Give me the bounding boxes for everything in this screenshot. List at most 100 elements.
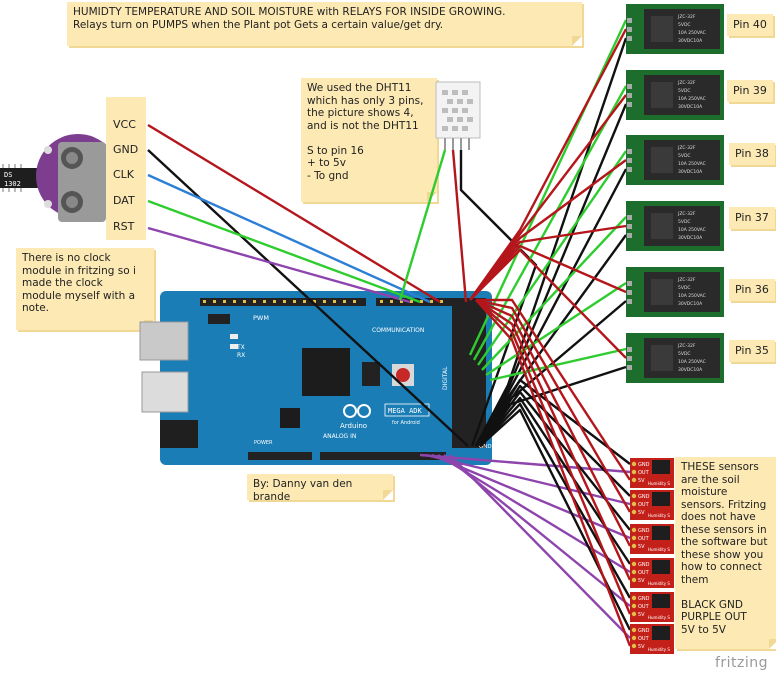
wire-sensor-vcc: [475, 299, 632, 581]
arduino-name: Arduino: [340, 422, 367, 430]
relay-coil: [651, 279, 673, 305]
rtc-pin-label-panel: [106, 97, 146, 240]
mcu-chip: [302, 348, 350, 396]
gnd-label: GND: [479, 444, 492, 450]
rtc-pin-clk: CLK: [113, 168, 135, 181]
relay-coil: [651, 147, 673, 173]
wire-relay-signal: [481, 216, 627, 371]
arduino-mega-adk: PWM COMMUNICATION TX RX DIGITAL GND ANAL…: [139, 291, 492, 465]
wire-sensor-vcc: [475, 299, 632, 647]
analog-in-label: ANALOG IN: [323, 433, 356, 440]
sensor-pin-label: 5V: [638, 612, 645, 618]
wire-rtc-vcc: [147, 123, 441, 304]
relay-spec-text: JZC-32F: [677, 211, 696, 217]
sensor-pin-label: GND: [638, 628, 650, 634]
relay-pin-label-35: Pin 35: [729, 340, 775, 362]
wire-relay-vcc: [469, 248, 627, 359]
tx-label: TX: [236, 344, 245, 351]
sensor-pin-label: OUT: [638, 636, 650, 642]
relay-spec-text: 30VDC10A: [678, 104, 703, 110]
wire-sensor-out: [449, 454, 631, 639]
wire-rtc-rst: [147, 226, 411, 304]
relay-pin-label-36: Pin 36: [729, 279, 775, 301]
header-icsp: [208, 314, 230, 324]
sensor-chip: [652, 626, 670, 640]
wire-sensor-out: [419, 453, 631, 474]
sensor-chip: [652, 460, 670, 474]
sensor-pin-label: 5V: [638, 644, 645, 650]
relay-spec-text: 30VDC10A: [678, 38, 703, 44]
sensor-pin-label: GND: [638, 528, 650, 534]
header-power: [248, 452, 312, 460]
wire-sensor-gnd: [479, 390, 631, 531]
relay-spec-text: JZC-32F: [677, 145, 696, 151]
sensor-pin-label: OUT: [638, 470, 650, 476]
sensor-pin-label: 5V: [638, 478, 645, 484]
relay-spec-text: 5VDC: [678, 285, 691, 291]
sensor-pin-label: OUT: [638, 570, 650, 576]
sensors-note: THESE sensors are the soil moisture sens…: [675, 457, 776, 649]
relay-spec-text: 10A 250VAC: [678, 227, 706, 233]
dht-note: We used the DHT11 which has only 3 pins,…: [301, 78, 437, 202]
sensor-chip: [652, 594, 670, 608]
relay-spec-text: 5VDC: [678, 219, 691, 225]
wire-sensor-gnd: [479, 396, 632, 565]
sensor-chip: [652, 526, 670, 540]
wire-sensor-vcc: [475, 299, 632, 615]
wire-dht-signal: [398, 149, 447, 301]
sensor-chip: [652, 492, 670, 506]
relay-spec-text: 10A 250VAC: [678, 30, 706, 36]
rtc-pin-rst: RST: [113, 220, 135, 233]
relay-spec-text: 30VDC10A: [678, 367, 703, 373]
sensor-pin-label: GND: [638, 596, 650, 602]
wire-dht-vcc: [451, 149, 468, 303]
relay-coil: [651, 82, 673, 108]
title-note: HUMIDTY TEMPERATURE AND SOIL MOISTURE wi…: [67, 2, 582, 46]
relay-coil: [651, 345, 673, 371]
relay-coil: [651, 213, 673, 239]
wire-relay-signal: [489, 347, 627, 382]
sensor-name-label: Humidity S: [648, 647, 670, 652]
sensor-chip: [652, 560, 670, 574]
reset-button: [396, 368, 410, 382]
relay-spec-text: 30VDC10A: [678, 301, 703, 307]
relay-spec-text: 10A 250VAC: [678, 161, 706, 167]
wire-rtc-clk: [147, 173, 431, 304]
relay-spec-text: 10A 250VAC: [678, 359, 706, 365]
sensor-name-label: Humidity S: [648, 581, 670, 586]
pwm-label: PWM: [253, 314, 269, 322]
author-note: By: Danny van den brande: [247, 474, 393, 503]
rtc-pin-gnd: GND: [113, 143, 139, 156]
wire-sensor-vcc: [475, 298, 632, 513]
sensor-name-label: Humidity S: [648, 513, 670, 518]
sensor-pin-label: 5V: [638, 510, 645, 516]
rtc-chip: [0, 168, 42, 188]
usb-chip: [280, 408, 300, 428]
dht-sensor: [435, 81, 481, 150]
model-label: MEGA ADK: [388, 407, 423, 415]
header-analog: [320, 452, 446, 460]
relay-spec-text: JZC-32F: [677, 80, 696, 86]
sensor-pin-label: GND: [638, 562, 650, 568]
model-sub-label: for Android: [392, 420, 420, 426]
relay-spec-text: JZC-32F: [677, 14, 696, 20]
sensor-name-label: Humidity S: [648, 615, 670, 620]
sensor-name-label: Humidity S: [648, 547, 670, 552]
relay-spec-text: 10A 250VAC: [678, 293, 706, 299]
wire-sensor-vcc: [476, 298, 632, 481]
relay-spec-text: 30VDC10A: [678, 235, 703, 241]
wire-sensor-gnd: [479, 408, 632, 631]
header-digital-double: [452, 298, 486, 448]
arduino-logo: [343, 404, 371, 418]
wire-sensor-gnd: [479, 402, 632, 599]
icsp-header: [362, 362, 380, 386]
wire-relay-signal: [485, 281, 627, 377]
